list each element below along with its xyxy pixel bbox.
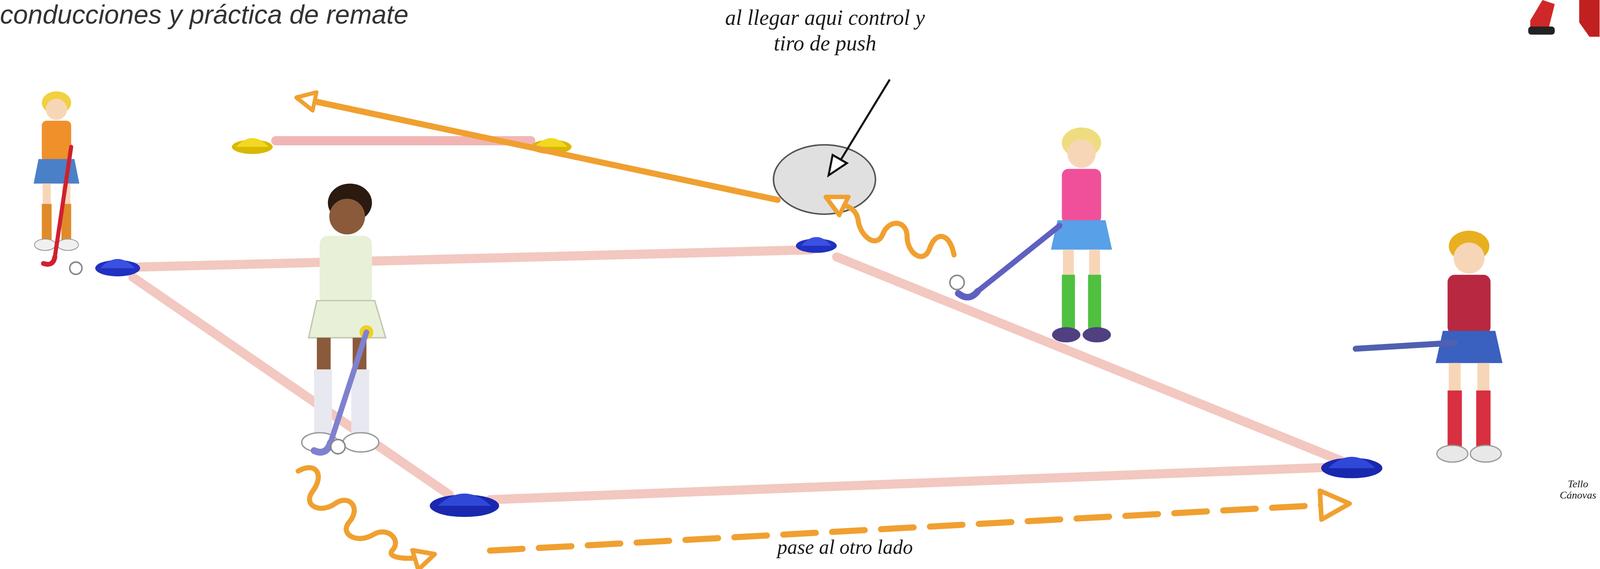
leader-line bbox=[838, 79, 890, 164]
player-shoe bbox=[34, 239, 56, 251]
movement-arrows bbox=[298, 97, 1347, 559]
player-leg bbox=[1088, 249, 1100, 278]
player-shoe bbox=[1436, 445, 1468, 463]
field-line bbox=[836, 257, 1342, 461]
player-head bbox=[1453, 242, 1485, 274]
hockey-stick bbox=[330, 332, 367, 443]
push-shot-arrow bbox=[298, 97, 778, 200]
player-skirt bbox=[1435, 330, 1503, 363]
hockey-stick bbox=[313, 442, 331, 453]
field-line bbox=[489, 466, 1337, 500]
hockey-stick bbox=[977, 225, 1060, 292]
blue-cone bbox=[429, 493, 500, 518]
ball bbox=[330, 439, 346, 455]
handwritten-note: pase al otro lado bbox=[740, 535, 950, 560]
logo bbox=[1528, 0, 1600, 37]
blue-cone bbox=[1321, 456, 1383, 479]
field-line bbox=[132, 277, 449, 495]
cone-top bbox=[534, 138, 568, 147]
player-sock bbox=[1088, 274, 1102, 330]
dribble-arrow bbox=[827, 197, 954, 257]
player-skirt bbox=[33, 158, 80, 184]
handwritten-note: al llegar aqui control y tiro de push bbox=[716, 4, 934, 57]
player-sock bbox=[313, 369, 333, 436]
player-shoe bbox=[57, 239, 79, 251]
pass-arrow bbox=[489, 503, 1347, 551]
yellow-cone bbox=[231, 138, 273, 154]
player-sock bbox=[1447, 390, 1462, 448]
cone-top bbox=[100, 259, 136, 269]
ball bbox=[69, 261, 83, 275]
drill-title: conducciones y práctica de remate bbox=[0, 0, 409, 29]
player-shoe bbox=[1082, 327, 1111, 343]
cone-top bbox=[235, 138, 269, 147]
field-line bbox=[132, 249, 812, 268]
player-leg bbox=[1062, 249, 1074, 278]
control-zone bbox=[773, 144, 876, 215]
player-sock bbox=[41, 203, 52, 241]
player-shirt bbox=[41, 120, 71, 162]
hockey-stick bbox=[43, 257, 55, 265]
player-shirt bbox=[319, 235, 373, 305]
cone-top bbox=[801, 237, 832, 246]
player-skirt bbox=[308, 300, 387, 339]
blue-cone bbox=[795, 237, 837, 253]
blue-cone bbox=[95, 259, 141, 277]
player-leg bbox=[1477, 363, 1490, 393]
logo-mark bbox=[1528, 26, 1555, 35]
cones bbox=[95, 138, 1383, 518]
player-leg bbox=[316, 337, 331, 373]
hockey-stick bbox=[1355, 342, 1455, 349]
leader-head bbox=[828, 154, 848, 176]
logo-mark bbox=[1579, 0, 1600, 37]
dribble-arrow bbox=[298, 467, 433, 559]
logo-mark bbox=[1530, 0, 1555, 31]
cone-top bbox=[437, 493, 491, 507]
ball bbox=[949, 275, 965, 290]
player-shoe bbox=[1052, 327, 1081, 343]
field-lines bbox=[132, 140, 1342, 500]
player-leg bbox=[1448, 363, 1461, 393]
player-sock bbox=[1061, 274, 1075, 330]
player-shoe bbox=[342, 432, 379, 453]
player bbox=[301, 183, 386, 453]
cone-top bbox=[1328, 456, 1376, 469]
player bbox=[957, 127, 1112, 343]
player bbox=[1355, 230, 1503, 463]
signature: Tello Cánovas bbox=[1557, 478, 1598, 502]
hockey-stick bbox=[957, 291, 978, 298]
player-shirt bbox=[1061, 169, 1101, 224]
player-shirt bbox=[1447, 274, 1491, 335]
player-shoe bbox=[1470, 445, 1502, 463]
player-head bbox=[329, 198, 365, 235]
player-head bbox=[46, 98, 68, 121]
hockey-stick bbox=[54, 146, 72, 258]
player-sock bbox=[1476, 390, 1491, 448]
player bbox=[33, 91, 80, 265]
player-head bbox=[1067, 139, 1096, 168]
